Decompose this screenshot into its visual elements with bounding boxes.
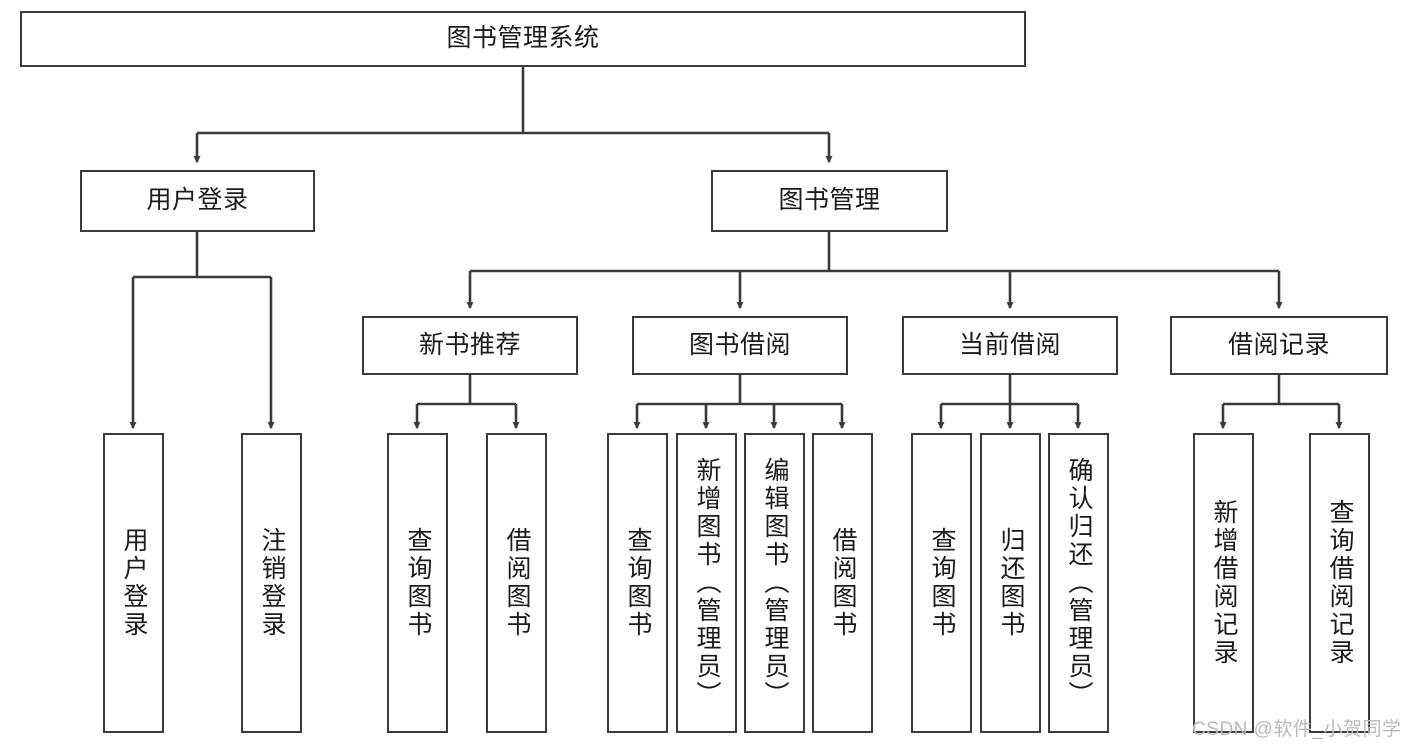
node-leaf-query-borrow-record[interactable]: 查询借阅记录: [1309, 433, 1370, 733]
node-leaf-query-book-current[interactable]: 查询图书: [911, 433, 972, 733]
node-leaf-confirm-return-admin-label: 确认归还（管理员）: [1065, 457, 1093, 709]
node-root[interactable]: 图书管理系统: [20, 11, 1026, 67]
node-leaf-borrow-book-rec[interactable]: 借阅图书: [486, 433, 547, 733]
node-new-book-recommend[interactable]: 新书推荐: [362, 316, 578, 375]
node-book-borrow-label: 图书借阅: [688, 330, 791, 359]
node-leaf-borrow-book-rec-label: 借阅图书: [503, 527, 531, 639]
node-new-book-recommend-label: 新书推荐: [418, 330, 521, 359]
node-borrow-record[interactable]: 借阅记录: [1170, 316, 1388, 375]
node-leaf-user-login[interactable]: 用户登录: [103, 433, 164, 733]
node-book-borrow[interactable]: 图书借阅: [632, 316, 848, 375]
node-root-label: 图书管理系统: [446, 24, 600, 53]
node-user-login-label: 用户登录: [146, 186, 249, 215]
node-current-borrow-label: 当前借阅: [958, 330, 1061, 359]
node-leaf-return-book-label: 归还图书: [997, 527, 1025, 639]
node-leaf-add-borrow-record-label: 新增借阅记录: [1210, 499, 1238, 667]
node-book-management[interactable]: 图书管理: [711, 170, 948, 232]
node-leaf-logout-login-label: 注销登录: [258, 527, 286, 639]
node-leaf-query-book-current-label: 查询图书: [928, 527, 956, 639]
node-leaf-query-book-rec[interactable]: 查询图书: [387, 433, 448, 733]
node-leaf-query-book-borrow-label: 查询图书: [624, 527, 652, 639]
watermark: CSDN @软件_小贺同学: [1192, 719, 1402, 740]
node-leaf-edit-book-admin[interactable]: 编辑图书（管理员）: [744, 433, 805, 733]
node-leaf-add-book-admin-label: 新增图书（管理员）: [693, 457, 721, 709]
node-book-management-label: 图书管理: [778, 186, 881, 215]
node-leaf-borrow-book[interactable]: 借阅图书: [812, 433, 873, 733]
node-user-login[interactable]: 用户登录: [80, 170, 315, 232]
node-borrow-record-label: 借阅记录: [1227, 330, 1330, 359]
node-leaf-user-login-label: 用户登录: [120, 527, 148, 639]
node-leaf-query-book-rec-label: 查询图书: [404, 527, 432, 639]
node-leaf-query-book-borrow[interactable]: 查询图书: [607, 433, 668, 733]
node-leaf-add-borrow-record[interactable]: 新增借阅记录: [1193, 433, 1254, 733]
node-current-borrow[interactable]: 当前借阅: [902, 316, 1118, 375]
node-leaf-query-borrow-record-label: 查询借阅记录: [1326, 499, 1354, 667]
node-leaf-edit-book-admin-label: 编辑图书（管理员）: [761, 457, 789, 709]
node-leaf-borrow-book-label: 借阅图书: [829, 527, 857, 639]
node-leaf-return-book[interactable]: 归还图书: [980, 433, 1041, 733]
node-leaf-confirm-return-admin[interactable]: 确认归还（管理员）: [1048, 433, 1109, 733]
node-leaf-add-book-admin[interactable]: 新增图书（管理员）: [676, 433, 737, 733]
node-leaf-logout-login[interactable]: 注销登录: [241, 433, 302, 733]
